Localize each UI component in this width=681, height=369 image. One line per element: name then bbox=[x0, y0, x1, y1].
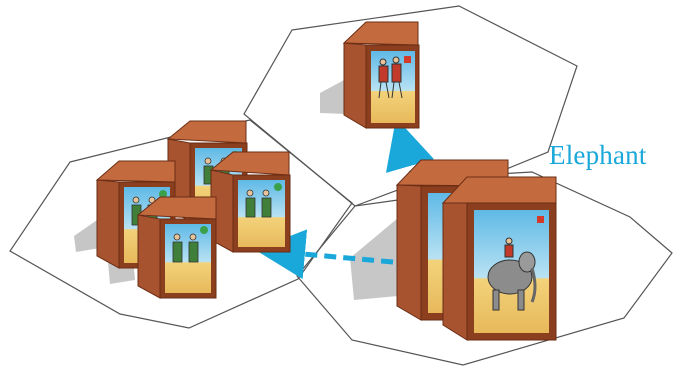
elephant-label: Elephant bbox=[549, 140, 647, 170]
archers-unit-block-3[interactable] bbox=[209, 151, 291, 253]
warriors-icon bbox=[378, 56, 403, 99]
elephant-icon bbox=[487, 237, 537, 311]
archers-unit-block-4[interactable] bbox=[136, 196, 217, 299]
elephant-unit-block-2[interactable] bbox=[441, 176, 557, 341]
archers-icon bbox=[245, 189, 272, 218]
archers-icon bbox=[172, 233, 199, 263]
warriors-unit-block[interactable] bbox=[342, 21, 420, 129]
